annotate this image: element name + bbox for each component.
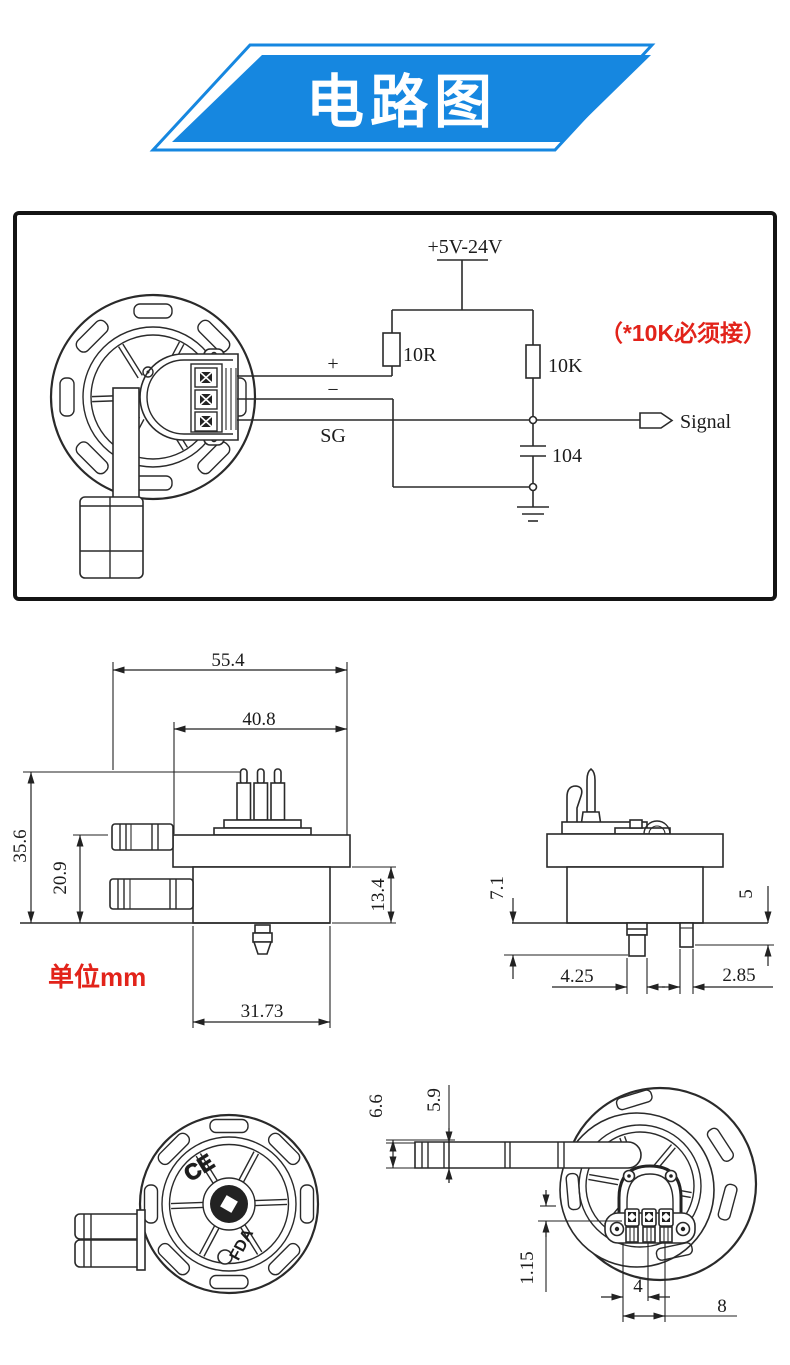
resistor-10k [525, 344, 541, 379]
signal-label: Signal [680, 411, 732, 433]
bottom-views: CE FDA [74, 1085, 758, 1322]
side-view-right [512, 767, 768, 957]
dimensions-front: 55.4 40.8 35.6 20.9 13.4 31.73 单位mm [10, 650, 396, 1028]
dim-barb-tube-dia: 5.9 [424, 1088, 445, 1112]
unit-label: 单位mm [48, 962, 146, 992]
node-signal [528, 415, 538, 425]
connector-pins [194, 367, 218, 432]
left-barbs [74, 1209, 146, 1271]
body [192, 866, 331, 924]
dim-pin-span: 40.8 [242, 709, 275, 730]
body-right [566, 866, 704, 924]
back-barb-tube [414, 1141, 642, 1169]
dim-outlet-side-dia: 2.85 [722, 965, 755, 986]
circuit-diagram: +5V-24V 10R 10K 104 + − SG Signal （*10K必… [13, 211, 777, 601]
flange-right [546, 833, 724, 868]
side-view-front [20, 768, 351, 955]
face-hole [217, 1249, 233, 1265]
dim-body-height: 13.4 [368, 878, 389, 912]
dimension-views: 55.4 40.8 35.6 20.9 13.4 31.73 单位mm [10, 650, 774, 1028]
spokes-front [170, 1151, 288, 1257]
connector-dome [617, 1164, 683, 1234]
pullup-note: （*10K必须接） [600, 320, 766, 346]
signal-flag [639, 412, 674, 429]
dim-pin-pitch: 4 [633, 1276, 643, 1297]
capacitor-label: 104 [552, 445, 582, 467]
flange [172, 834, 351, 868]
resistor-10r-label: 10R [403, 344, 437, 366]
rim-slots-back [565, 1089, 738, 1261]
dimensions-right: 7.1 5 4.25 2.85 [487, 876, 774, 994]
banner-title: 电路图 [306, 70, 498, 135]
front-face-view: CE FDA [74, 1113, 320, 1295]
flow-sensor-drawing [49, 293, 257, 579]
node-ground [528, 482, 538, 492]
dim-outlet-center-dia: 4.25 [560, 966, 593, 987]
dim-outlet-side-len: 5 [736, 889, 757, 899]
inlet-nozzle-bottom [109, 878, 194, 910]
dim-overall-height: 35.6 [10, 829, 31, 862]
rim-slots-front [143, 1118, 315, 1290]
dimensions-bottom: 6.6 5.9 1.15 4 8 [366, 1085, 737, 1322]
sensor-tubes [79, 387, 144, 579]
back-view [414, 1086, 758, 1282]
rim-slots [59, 303, 247, 491]
dim-outlet-center-len: 7.1 [487, 876, 508, 900]
outlet-side [679, 922, 694, 948]
banner-ribbon [172, 55, 651, 142]
sensor-connector [139, 348, 239, 446]
header-pins [236, 768, 286, 821]
banner: 电路图 [149, 43, 656, 152]
bottom-barb [252, 924, 273, 955]
wire-sg-label: SG [320, 425, 346, 447]
outlet-center [626, 922, 648, 957]
resistor-10r [382, 332, 401, 367]
pin-part [586, 767, 596, 813]
lever-part [566, 785, 583, 827]
dim-barb-outer-dia: 6.6 [366, 1094, 387, 1118]
dim-body-width: 31.73 [241, 1001, 284, 1022]
wire-minus-label: − [327, 379, 338, 401]
dim-inlet-height: 20.9 [50, 861, 71, 894]
circuit-wiring [237, 259, 674, 522]
inlet-nozzle-top [111, 823, 174, 851]
dim-pin-row-width: 8 [717, 1296, 727, 1317]
ground-symbol [517, 490, 549, 522]
wire-plus-label: + [327, 353, 338, 375]
supply-label: +5V-24V [428, 236, 504, 258]
dim-pin-offset: 1.15 [517, 1251, 538, 1284]
back-pins [624, 1208, 674, 1243]
resistor-10k-label: 10K [548, 355, 583, 377]
dim-overall-width: 55.4 [211, 650, 245, 671]
